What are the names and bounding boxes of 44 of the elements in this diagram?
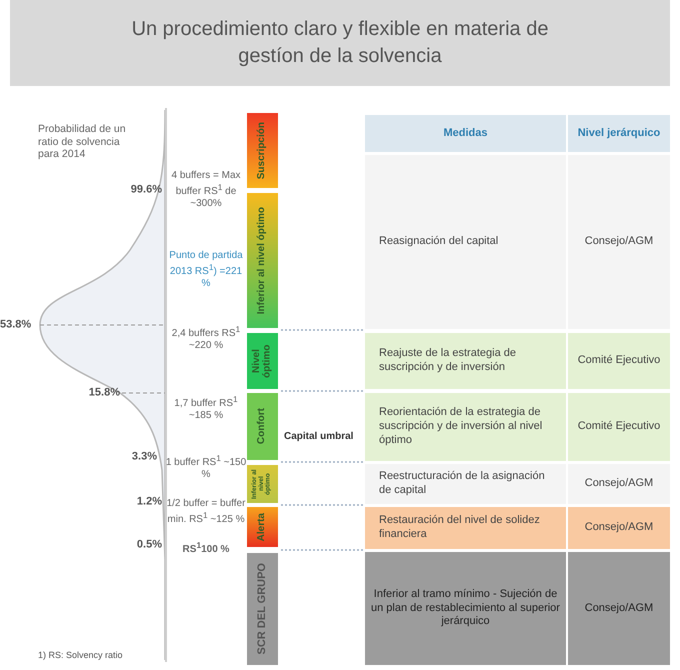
- probability-value: 99.6%: [130, 183, 162, 197]
- table-cell: Consejo/AGM: [568, 464, 670, 504]
- threshold-label: Punto de partida 2013 RS$^{1}$) =221 %: [168, 250, 244, 290]
- probability-value: 0.5%: [136, 538, 162, 552]
- table-header-cell: Medidas: [365, 115, 566, 152]
- zone-band: [247, 553, 278, 665]
- table-cell: Reasignación del capital: [365, 155, 566, 329]
- threshold-label: 4 buffers = Max buffer RS$^{1}$ de ~300%: [170, 170, 242, 210]
- axis-caption: Probabilidad de un ratio de solvencia para 2014: [38, 123, 127, 161]
- table-cell: Comité Ejecutivo: [568, 393, 670, 461]
- zone-label: SCR DEL GRUPO: [256, 563, 268, 655]
- zone-band: [247, 113, 278, 188]
- threshold-label: RS$^{1}$100 %: [182, 540, 230, 556]
- table-cell: Reajuste de la estrategia de suscripción y de inversión: [365, 333, 566, 389]
- table-cell: Consejo/AGM: [568, 552, 670, 665]
- footnote: 1) RS: Solvency ratio: [38, 650, 123, 660]
- zone-band: [247, 333, 278, 389]
- zone-band: [247, 465, 278, 503]
- table-cell: Comité Ejecutivo: [568, 333, 670, 389]
- probability-value: 15.8%: [88, 386, 120, 400]
- title: Un procedimiento claro y flexible en materia de gestíon de la solvencia: [130, 17, 550, 69]
- zone-label: Alerta: [257, 512, 268, 542]
- table-cell: Consejo/AGM: [568, 507, 670, 549]
- threshold-label: 2,4 buffers RS$^{1}$ ~220 %: [170, 324, 242, 352]
- zone-label: Suscripción: [257, 122, 268, 180]
- table-cell: Reestructuración de la asignación de capital: [365, 464, 566, 504]
- threshold-label: 1/2 buffer = buffer min. RS$^{1}$ ~125 %: [166, 498, 246, 526]
- zone-band: [247, 393, 278, 460]
- table-cell: Restauración del nivel de solidez financiera: [365, 507, 566, 549]
- zone-band: [247, 193, 278, 328]
- zone-label: Inferior al nivel óptimo: [257, 206, 268, 314]
- zone-band: [247, 507, 278, 547]
- table-header-cell: Nivel jerárquico: [568, 115, 670, 152]
- table-cell: Reorientación de la estrategia de suscripción y de inversión al nivel óptimo: [365, 393, 566, 461]
- zone-label: Nivel óptimo: [252, 343, 273, 380]
- zone-label: Confort: [257, 408, 268, 445]
- threshold-label: 1 buffer RS$^{1}$ ~150 %: [165, 452, 247, 482]
- threshold-label: 1,7 buffer RS$^{1}$ ~185 %: [173, 394, 239, 422]
- table-cell: Consejo/AGM: [568, 155, 670, 329]
- table-cell: Inferior al tramo mínimo - Sujeción de un plan de restablecimiento al superior jerárquico: [365, 552, 566, 665]
- probability-value: 1.2%: [136, 495, 162, 509]
- side-label: Capital umbral: [284, 431, 354, 443]
- probability-value: 53.8%: [0, 318, 32, 332]
- probability-value: 3.3%: [132, 450, 157, 464]
